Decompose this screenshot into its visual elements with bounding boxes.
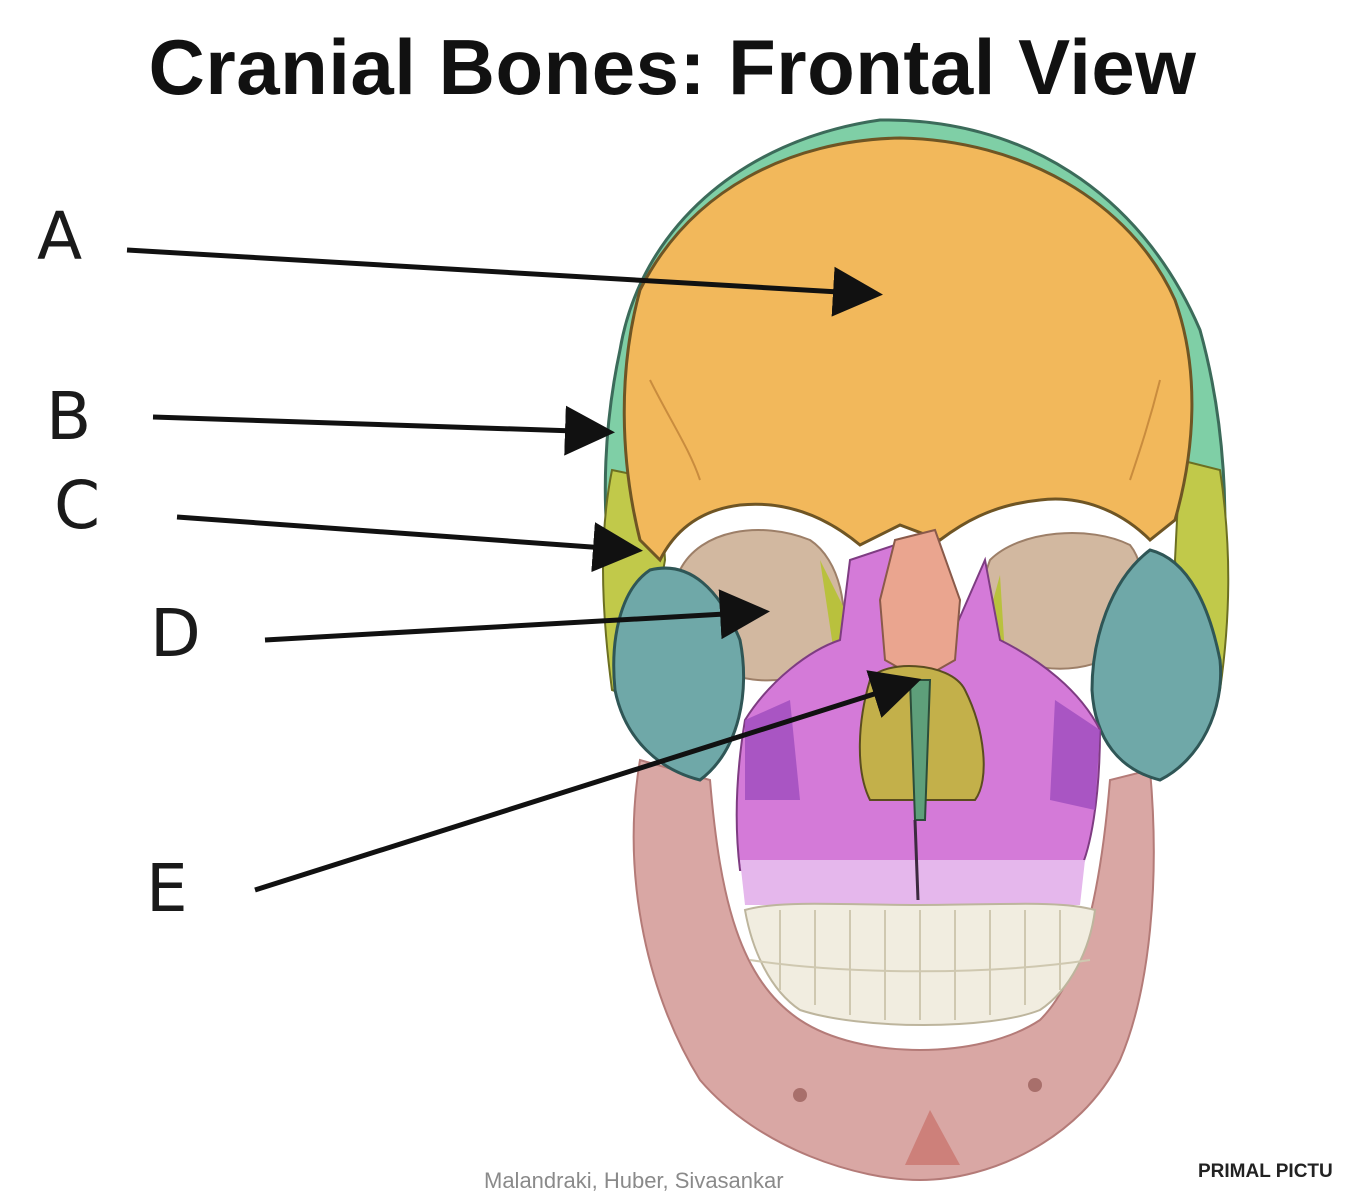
pointer-line-b: [152, 405, 615, 456]
zygomatic-right: [1090, 548, 1223, 782]
pointer-line-d: [264, 589, 770, 643]
mandible-bone: [632, 758, 1155, 1182]
label-a: A: [37, 198, 83, 275]
pointer-line-c: [176, 514, 643, 573]
diagram-title: Cranial Bones: Frontal View: [148, 23, 1197, 111]
brand-watermark: PRIMAL PICTU: [1198, 1161, 1333, 1182]
image-credit: Malandraki, Huber, Sivasankar: [484, 1168, 784, 1193]
nasal-bone: [878, 528, 962, 682]
label-b: B: [46, 378, 92, 455]
label-d: D: [150, 595, 201, 672]
frontal-bone: [622, 136, 1194, 563]
label-c: C: [54, 467, 101, 544]
pointer-line-e: [254, 670, 922, 893]
label-e: E: [146, 850, 188, 927]
pointer-line-a: [126, 247, 883, 317]
